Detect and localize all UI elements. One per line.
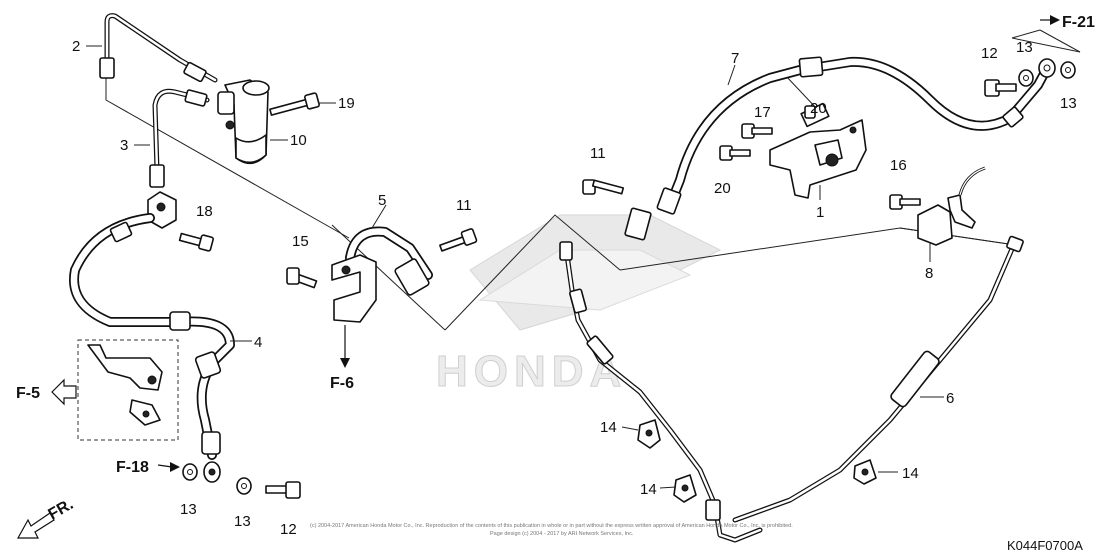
front-arrow (16, 512, 55, 539)
label-part-19: 19 (338, 95, 355, 112)
label-part-20-top: 20 (810, 100, 827, 117)
washers-bolt-upper-right (984, 61, 1076, 97)
label-part-2: 2 (72, 38, 80, 55)
copyright-line-2: Page design (c) 2004 - 2017 by ARI Netwo… (490, 531, 634, 537)
label-part-4: 4 (254, 334, 262, 351)
label-part-6: 6 (946, 390, 954, 407)
ref-f6: F-6 (330, 375, 354, 392)
f6-arrow (340, 325, 350, 368)
f18-arrow (157, 462, 180, 472)
joint-block-18 (147, 191, 214, 252)
honda-watermark: HONDA (436, 214, 722, 397)
label-part-14-b: 14 (640, 481, 657, 498)
bolt-11-right (582, 179, 625, 195)
label-part-18: 18 (196, 203, 213, 220)
f5-arrow (51, 378, 77, 406)
label-part-3: 3 (120, 137, 128, 154)
ref-f18: F-18 (116, 459, 149, 476)
label-part-16: 16 (890, 157, 907, 174)
brake-pipe-2 (99, 13, 218, 83)
bracket-1 (769, 102, 867, 199)
label-part-17: 17 (754, 104, 771, 121)
label-part-8: 8 (925, 265, 933, 282)
label-part-12-bottom: 12 (280, 521, 297, 538)
label-part-11-mid: 11 (456, 197, 472, 214)
label-part-1: 1 (816, 204, 824, 221)
ref-f21: F-21 (1062, 14, 1095, 31)
label-part-13-bottom-right: 13 (234, 513, 251, 530)
washers-bolt-lower-left (182, 463, 301, 499)
label-part-10: 10 (290, 132, 307, 149)
label-part-13-bottom-left: 13 (180, 501, 197, 518)
clips-14 (637, 419, 877, 503)
label-part-13-top-left: 13 (1016, 39, 1033, 56)
label-part-20-bottom: 20 (714, 180, 731, 197)
label-part-14-c: 14 (902, 465, 919, 482)
label-part-15: 15 (292, 233, 309, 250)
brake-hose-5 (286, 226, 433, 323)
brake-hose-4 (69, 213, 235, 483)
callout-leaders (86, 45, 944, 489)
bolt-11-mid (439, 228, 478, 252)
ref-f5: F-5 (16, 385, 40, 402)
copyright-line-1: (c) 2004-2017 American Honda Motor Co., … (310, 523, 793, 529)
callout-labels: 2 3 10 19 18 4 5 11 15 11 7 17 20 20 1 1… (72, 38, 1077, 538)
guide-lines (105, 29, 1081, 331)
caliper-detail-box (77, 339, 179, 441)
bolts-17-20 (719, 105, 816, 161)
brake-pipe-center (559, 241, 763, 543)
label-part-13-top-right: 13 (1060, 95, 1077, 112)
brake-pipe-6 (732, 235, 1024, 523)
honda-watermark-text: HONDA (436, 347, 627, 396)
label-part-7: 7 (731, 50, 739, 67)
brake-pipe-3 (149, 88, 210, 188)
label-part-5: 5 (378, 192, 386, 209)
label-part-12-top: 12 (981, 45, 998, 62)
f21-arrow (1040, 15, 1060, 25)
valve-10 (217, 79, 270, 165)
label-part-11-right: 11 (590, 145, 606, 162)
label-part-14-a: 14 (600, 419, 617, 436)
bolt-19 (269, 92, 320, 116)
bracket-8 (889, 166, 986, 246)
brake-hose-7 (624, 56, 1056, 241)
diagram-code: K044F0700A (1007, 538, 1083, 553)
